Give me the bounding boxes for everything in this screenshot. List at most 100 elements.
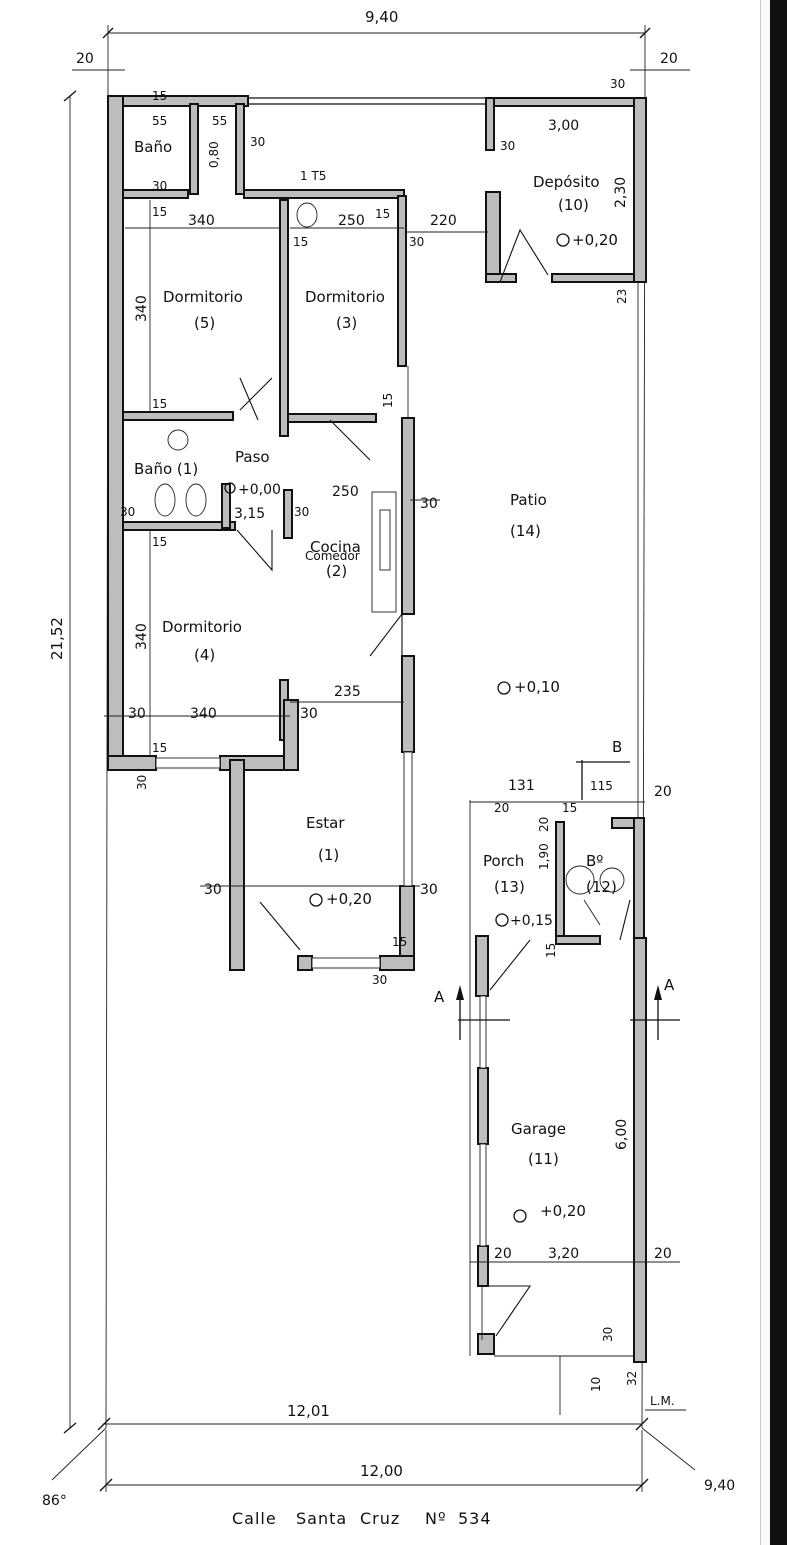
toilet-icon [154, 483, 176, 517]
paso-label: Paso [235, 448, 270, 466]
page-edge [760, 0, 771, 1545]
dorm4-label: Dormitorio [162, 618, 242, 636]
level-marker-icon [556, 233, 570, 247]
porch-20: 20 [537, 817, 551, 832]
room-labels: Baño Dormitorio (5) Dormitorio (3) Depós… [134, 138, 618, 1220]
top-right-offset: 20 [660, 51, 678, 67]
d5-width: 340 [188, 213, 215, 229]
bano1-315: 3,15 [234, 506, 265, 522]
left-height-label: 21,52 [48, 617, 66, 660]
bottom-dimensions: 12,01 12,00 86° 9,40 L.M. [42, 1394, 735, 1509]
bano-55a: 55 [152, 114, 167, 128]
estar-level: +0,20 [326, 890, 372, 908]
cocina-left-wall: 30 [294, 505, 309, 519]
sink-icon [167, 429, 189, 451]
angle-label: 86° [42, 1493, 67, 1509]
garage-bottom-left: 10 [589, 1377, 603, 1392]
dorm3-label: Dormitorio [305, 288, 385, 306]
address: Calle Santa Cruz Nº 534 [232, 1509, 491, 1528]
paso-level: +0,00 [238, 482, 281, 498]
paso-wall: 15 [152, 397, 167, 411]
left-dimension: 21,52 [48, 90, 77, 1434]
patio-gap: 220 [430, 213, 457, 229]
section-a-right: A [664, 976, 675, 994]
estar-left: 30 [204, 882, 222, 898]
garage-width: 3,20 [548, 1246, 579, 1262]
d4-height: 340 [134, 623, 150, 650]
patio-level: +0,10 [514, 678, 560, 696]
bano-55b: 55 [212, 114, 227, 128]
top-dimension: 9,40 [102, 8, 651, 98]
dorm4-number: (4) [194, 646, 215, 664]
wc-icon [296, 202, 318, 228]
level-marker-icon [497, 681, 511, 695]
estar-label: Estar [306, 814, 345, 832]
d3-right: 30 [409, 235, 424, 249]
bottom-inner-label: 12,01 [287, 1402, 330, 1420]
stove-icon [379, 509, 391, 571]
cocina-label: Cocina [310, 538, 361, 556]
walls [107, 95, 647, 1363]
deposito-level: +0,20 [572, 231, 618, 249]
top-offsets: 20 20 30 [72, 51, 690, 91]
deposito-label: Depósito [533, 173, 600, 191]
bano-top-label: Baño [134, 138, 172, 156]
porch-label: Porch [483, 852, 524, 870]
street-name: Santa [296, 1509, 347, 1528]
bano-15: 15 [152, 89, 167, 103]
lm-label: L.M. [650, 1394, 675, 1408]
bidet-icon [185, 483, 207, 517]
number-label: Nº [425, 1509, 447, 1528]
d4-right: 30 [300, 706, 318, 722]
garage-right-wall: 20 [654, 1246, 672, 1262]
bano12-number: (12) [586, 878, 617, 896]
garage-bottom: 30 [601, 1327, 615, 1342]
deposito-height: 2,30 [613, 177, 629, 208]
deposito-width: 3,00 [548, 118, 579, 134]
bottom-outer-label: 12,00 [360, 1462, 403, 1480]
street-name-2: Cruz [360, 1509, 400, 1528]
level-marker-icon [224, 482, 236, 494]
street-word: Calle [232, 1509, 277, 1528]
cocina-number: (2) [326, 562, 347, 580]
b-bottom: 15 [544, 943, 558, 958]
porch-level: +0,15 [510, 913, 553, 929]
bottom-right-diag-label: 9,40 [704, 1478, 735, 1494]
section-a-left: A [434, 988, 445, 1006]
garage-level: +0,20 [540, 1202, 586, 1220]
d5-height: 340 [134, 295, 150, 322]
patio-number: (14) [510, 522, 541, 540]
garage-bottom-right: 32 [625, 1371, 639, 1386]
porch-15: 15 [562, 801, 577, 815]
garage-number: (11) [528, 1150, 559, 1168]
garage-label: Garage [511, 1120, 566, 1138]
dorm3-number: (3) [336, 314, 357, 332]
b12-sink-icon [565, 865, 595, 895]
doors [236, 228, 631, 1337]
b12-wc-icon [599, 867, 625, 893]
bano1-bottom: 15 [152, 535, 167, 549]
level-marker-icon [513, 1209, 527, 1223]
d4-left: 30 [128, 706, 146, 722]
bano12-label: Bº [586, 852, 603, 870]
dorm5-number: (5) [194, 314, 215, 332]
level-marker-icon [309, 893, 323, 907]
fixtures [154, 202, 625, 926]
bano-30: 30 [152, 179, 167, 193]
section-markers: A A B [434, 738, 680, 1040]
b-right: 20 [654, 784, 672, 800]
porch-height: 1,90 [537, 843, 551, 870]
top-right-wall: 30 [610, 77, 625, 91]
d3-width: 250 [338, 213, 365, 229]
garage-left-wall: 20 [494, 1246, 512, 1262]
top-marker: 1 T5 [300, 169, 326, 183]
estar-bottom2: 15 [392, 935, 407, 949]
d3-wall: 15 [293, 235, 308, 249]
estar-bottom: 30 [372, 973, 387, 987]
bano-side-30: 30 [250, 135, 265, 149]
porch-number: (13) [494, 878, 525, 896]
estar-right: 30 [420, 882, 438, 898]
dark-border [770, 0, 787, 1545]
bano1-left: 30 [120, 505, 135, 519]
patio-label: Patio [510, 491, 547, 509]
